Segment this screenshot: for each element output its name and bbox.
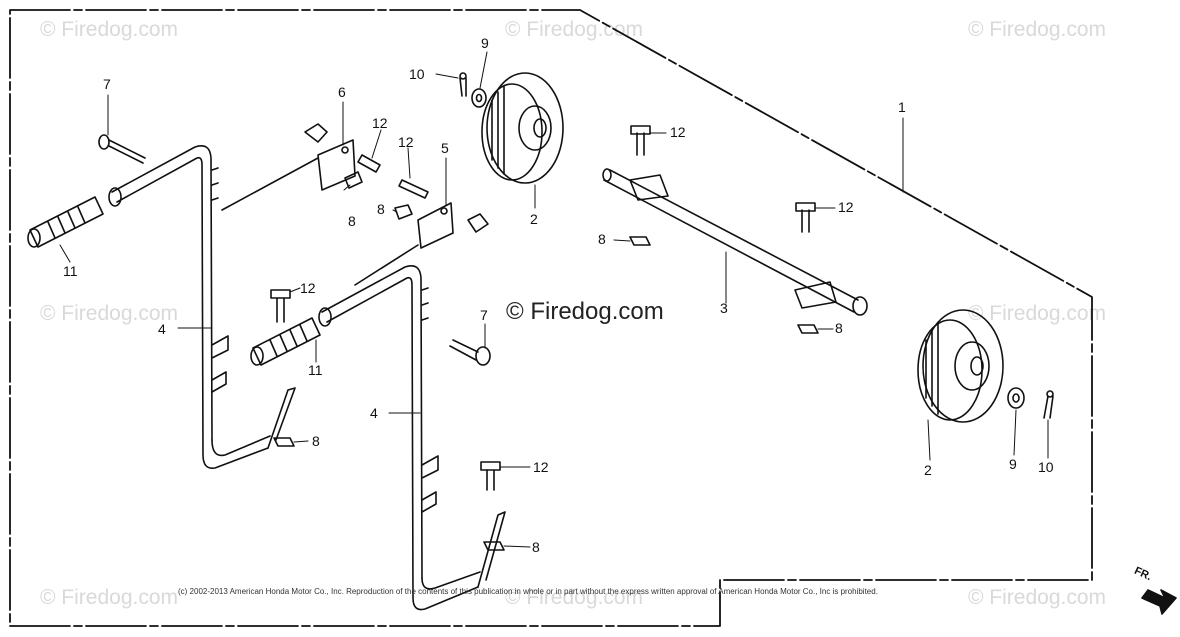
callout-9: 9 [481, 35, 489, 51]
watermark: © Firedog.com [40, 302, 179, 325]
bracket-6 [221, 123, 356, 211]
callout-8: 8 [598, 231, 606, 247]
callout-8: 8 [348, 213, 356, 229]
copyright-notice: (c) 2002-2013 American Honda Motor Co., … [178, 587, 878, 596]
nut-8 [273, 171, 819, 551]
cotter-pin-upper [459, 72, 467, 97]
callout-12: 12 [670, 124, 686, 140]
handle-frame-right [318, 265, 506, 611]
front-arrow-icon [1141, 589, 1177, 615]
callout-12: 12 [533, 459, 549, 475]
callout-11: 11 [63, 263, 78, 279]
callout-2: 2 [530, 211, 538, 227]
callout-5: 5 [441, 140, 449, 156]
callout-10: 10 [409, 66, 425, 82]
watermark: © Firedog.com [505, 18, 644, 41]
callout-4: 4 [370, 405, 378, 421]
callout-3: 3 [720, 300, 728, 316]
leader-lines [59, 51, 1049, 548]
callout-6: 6 [338, 84, 346, 100]
watermark: © Firedog.com [505, 586, 644, 609]
bolt-12 [270, 125, 816, 491]
washer-upper [471, 88, 487, 108]
center-watermark: © Firedog.com [506, 298, 664, 325]
callout-9: 9 [1009, 456, 1017, 472]
wheel-upper [481, 72, 564, 184]
washer-lower [1007, 387, 1025, 409]
bolt-7-lower [449, 339, 491, 366]
bracket-5 [354, 202, 489, 286]
callout-7: 7 [103, 76, 111, 92]
callout-12: 12 [398, 134, 414, 150]
callout-8: 8 [312, 433, 320, 449]
grip-left [27, 196, 104, 248]
callout-11: 11 [308, 362, 323, 378]
watermark: © Firedog.com [40, 586, 179, 609]
callout-12: 12 [300, 280, 316, 296]
watermark: © Firedog.com [968, 586, 1107, 609]
callout-12: 12 [838, 199, 854, 215]
callout-2: 2 [924, 462, 932, 478]
callout-1: 1 [898, 99, 906, 115]
callout-7: 7 [480, 307, 488, 323]
watermark: © Firedog.com [968, 302, 1107, 325]
callout-4: 4 [158, 321, 166, 337]
grip-right [250, 317, 321, 366]
wheel-lower [917, 309, 1004, 423]
callout-8: 8 [532, 539, 540, 555]
bolt-7-upper [98, 134, 146, 164]
callout-8: 8 [835, 320, 843, 336]
kit-outline [9, 9, 1093, 627]
callout-10: 10 [1038, 459, 1054, 475]
watermark: © Firedog.com [40, 18, 179, 41]
cotter-pin-lower [1043, 390, 1054, 419]
callout-8: 8 [377, 201, 385, 217]
handle-frame-left [108, 145, 296, 470]
axle [602, 168, 868, 316]
watermark: © Firedog.com [968, 18, 1107, 41]
callout-12: 12 [372, 115, 388, 131]
